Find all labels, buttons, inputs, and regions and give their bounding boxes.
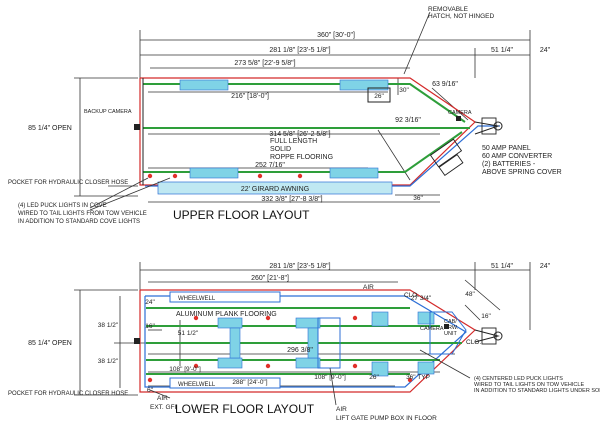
upper-label-camera: CAMERA (448, 110, 472, 116)
lower-label-ext-gfi: EXT. GFI (150, 404, 177, 411)
upper-dim-width: 85 1/4" OPEN (28, 125, 72, 132)
lift-gate-pump-box (317, 317, 341, 369)
upper-floor-title: UPPER FLOOR LAYOUT (173, 208, 310, 222)
upper-label-pocket: POCKET FOR HYDRAULIC CLOSER HOSE (8, 180, 128, 186)
lower-dim-108a: 108" [9'-0"] (169, 366, 201, 373)
lower-floor-rails (146, 307, 462, 375)
lower-label-air-top: AIR (363, 284, 374, 291)
upper-label-puck: (4) LED PUCK LIGHTS IN COVE WIRED TO TAI… (18, 203, 148, 225)
lower-dim-tongue: 24" (540, 263, 551, 270)
lower-label-cabinet: CAB/ DRW. UNIT (444, 319, 460, 337)
awning-strip (157, 181, 393, 195)
lower-dim-108b: 108" [9'-0"] (314, 374, 346, 381)
lower-dim-38a: 38 1/2" (98, 322, 119, 329)
lower-dim-16b: 16" (481, 313, 491, 320)
lower-label-wheelwell-bottom: WHEELWELL (178, 382, 216, 388)
upper-floor-layout: 360" [30'-0"] 281 1/8" [23'-5 1/8"] 51 1… (8, 6, 562, 225)
lower-label-pocket: POCKET FOR HYDRAULIC CLOSER HOSE (8, 391, 128, 397)
lower-hitch-icon (493, 331, 503, 341)
upper-dimension-lines (74, 11, 531, 203)
upper-dim-tongue: 24" (540, 47, 551, 54)
lower-front-camera-icon (444, 324, 449, 329)
lower-dim-36: 36" TYP (406, 374, 430, 381)
wheelwell-bottom (169, 377, 281, 389)
upper-dim-total: 360" [30'-0"] (317, 32, 355, 39)
upper-dim-inner: 273 5/8" [22'-9 5/8"] (234, 60, 295, 67)
upper-dim-small: 36" (413, 195, 423, 202)
lower-dimension-lines (74, 262, 531, 396)
backup-camera-icon (134, 124, 140, 130)
lower-dim-nose: 51 1/4" (491, 263, 513, 270)
lower-label-air-bottom: AIR (336, 406, 347, 413)
lower-dim-288: 288" [24'-0"] (232, 379, 267, 386)
lower-dim-width: 85 1/4" OPEN (28, 340, 72, 347)
lower-dim-wheelwell-span: 260" [21'-8"] (251, 275, 289, 282)
upper-light-strips (157, 79, 393, 195)
lower-tongue-icon (481, 327, 497, 345)
front-camera-icon (456, 116, 461, 121)
lower-dim-16: 16" (145, 323, 155, 330)
lower-puck-lights (147, 315, 413, 383)
lower-label-wheelwell-top: WHEELWELL (178, 296, 216, 302)
upper-dim-diag2: 92 3/16" (395, 117, 421, 124)
upper-label-panel: 50 AMP PANEL 60 AMP CONVERTER (2) BATTER… (482, 145, 562, 176)
lower-dim-24: 24" (145, 299, 155, 306)
lower-label-flooring: ALUMINUM PLANK FLOORING (176, 311, 277, 318)
upper-dim-lower-span: 252 7/16" (255, 162, 285, 169)
lower-label-clo-top: CLO. (404, 292, 419, 299)
upper-label-flooring: FULL LENGTH SOLID ROPPE FLOORING (270, 138, 333, 161)
upper-label-awning: 22' GIRARD AWNING (241, 186, 309, 193)
lower-floor-layout: 281 1/8" [23'-5 1/8"] 51 1/4" 24" 260" [… (8, 262, 600, 422)
lower-dim-48: 48" (465, 291, 475, 298)
upper-puck-lights (147, 173, 303, 179)
lower-backup-camera-icon (134, 338, 140, 344)
lower-label-air-left: AIR (157, 395, 168, 402)
upper-dim-main: 281 1/8" [23'-5 1/8"] (269, 47, 330, 54)
upper-dim-hatch-w: 26" (374, 93, 384, 100)
lower-dim-27-3-4: 27 3/4" (411, 295, 432, 302)
lower-dim-296: 296 3/8" (287, 347, 313, 354)
upper-label-backup-camera: BACKUP CAMERA (84, 109, 132, 115)
upper-label-hatch: REMOVABLE HATCH, NOT HINGED (428, 6, 495, 20)
upper-dim-diag1: 63 9/16" (432, 81, 458, 88)
lower-dim-51: 51 1/2" (178, 330, 199, 337)
upper-dim-hatch-h: 30" (399, 87, 409, 94)
wheelwell-top (169, 291, 281, 303)
lower-floor-title: LOWER FLOOR LAYOUT (175, 402, 315, 416)
cabinet-drawer-unit (429, 311, 467, 355)
lower-dim-26: 26" (369, 374, 379, 381)
upper-dim-bottom: 332 3/8" [27'-8 3/8"] (261, 196, 322, 203)
lower-dim-main: 281 1/8" [23'-5 1/8"] (269, 263, 330, 270)
panel-boxes (429, 138, 464, 177)
upper-dim-mid: 216" [18'-0"] (231, 93, 269, 100)
lower-label-clo-bottom: CLO. (466, 339, 481, 346)
upper-dim-nose: 51 1/4" (491, 47, 513, 54)
lower-light-fixtures (217, 311, 435, 377)
upper-dim-floor-len: 314 5/8" [26'-2 5/8"] (269, 131, 330, 138)
lower-dim-38b: 38 1/2" (98, 358, 119, 365)
lower-label-pump: LIFT GATE PUMP BOX IN FLOOR (336, 415, 437, 422)
upper-tongue-icon (481, 117, 497, 135)
lower-label-camera: CAMERA (420, 326, 444, 332)
lower-label-puck: (4) CENTERED LED PUCK LIGHTS WIRED TO TA… (474, 376, 600, 394)
upper-hitch-icon (493, 121, 503, 131)
removable-hatch (367, 87, 391, 103)
